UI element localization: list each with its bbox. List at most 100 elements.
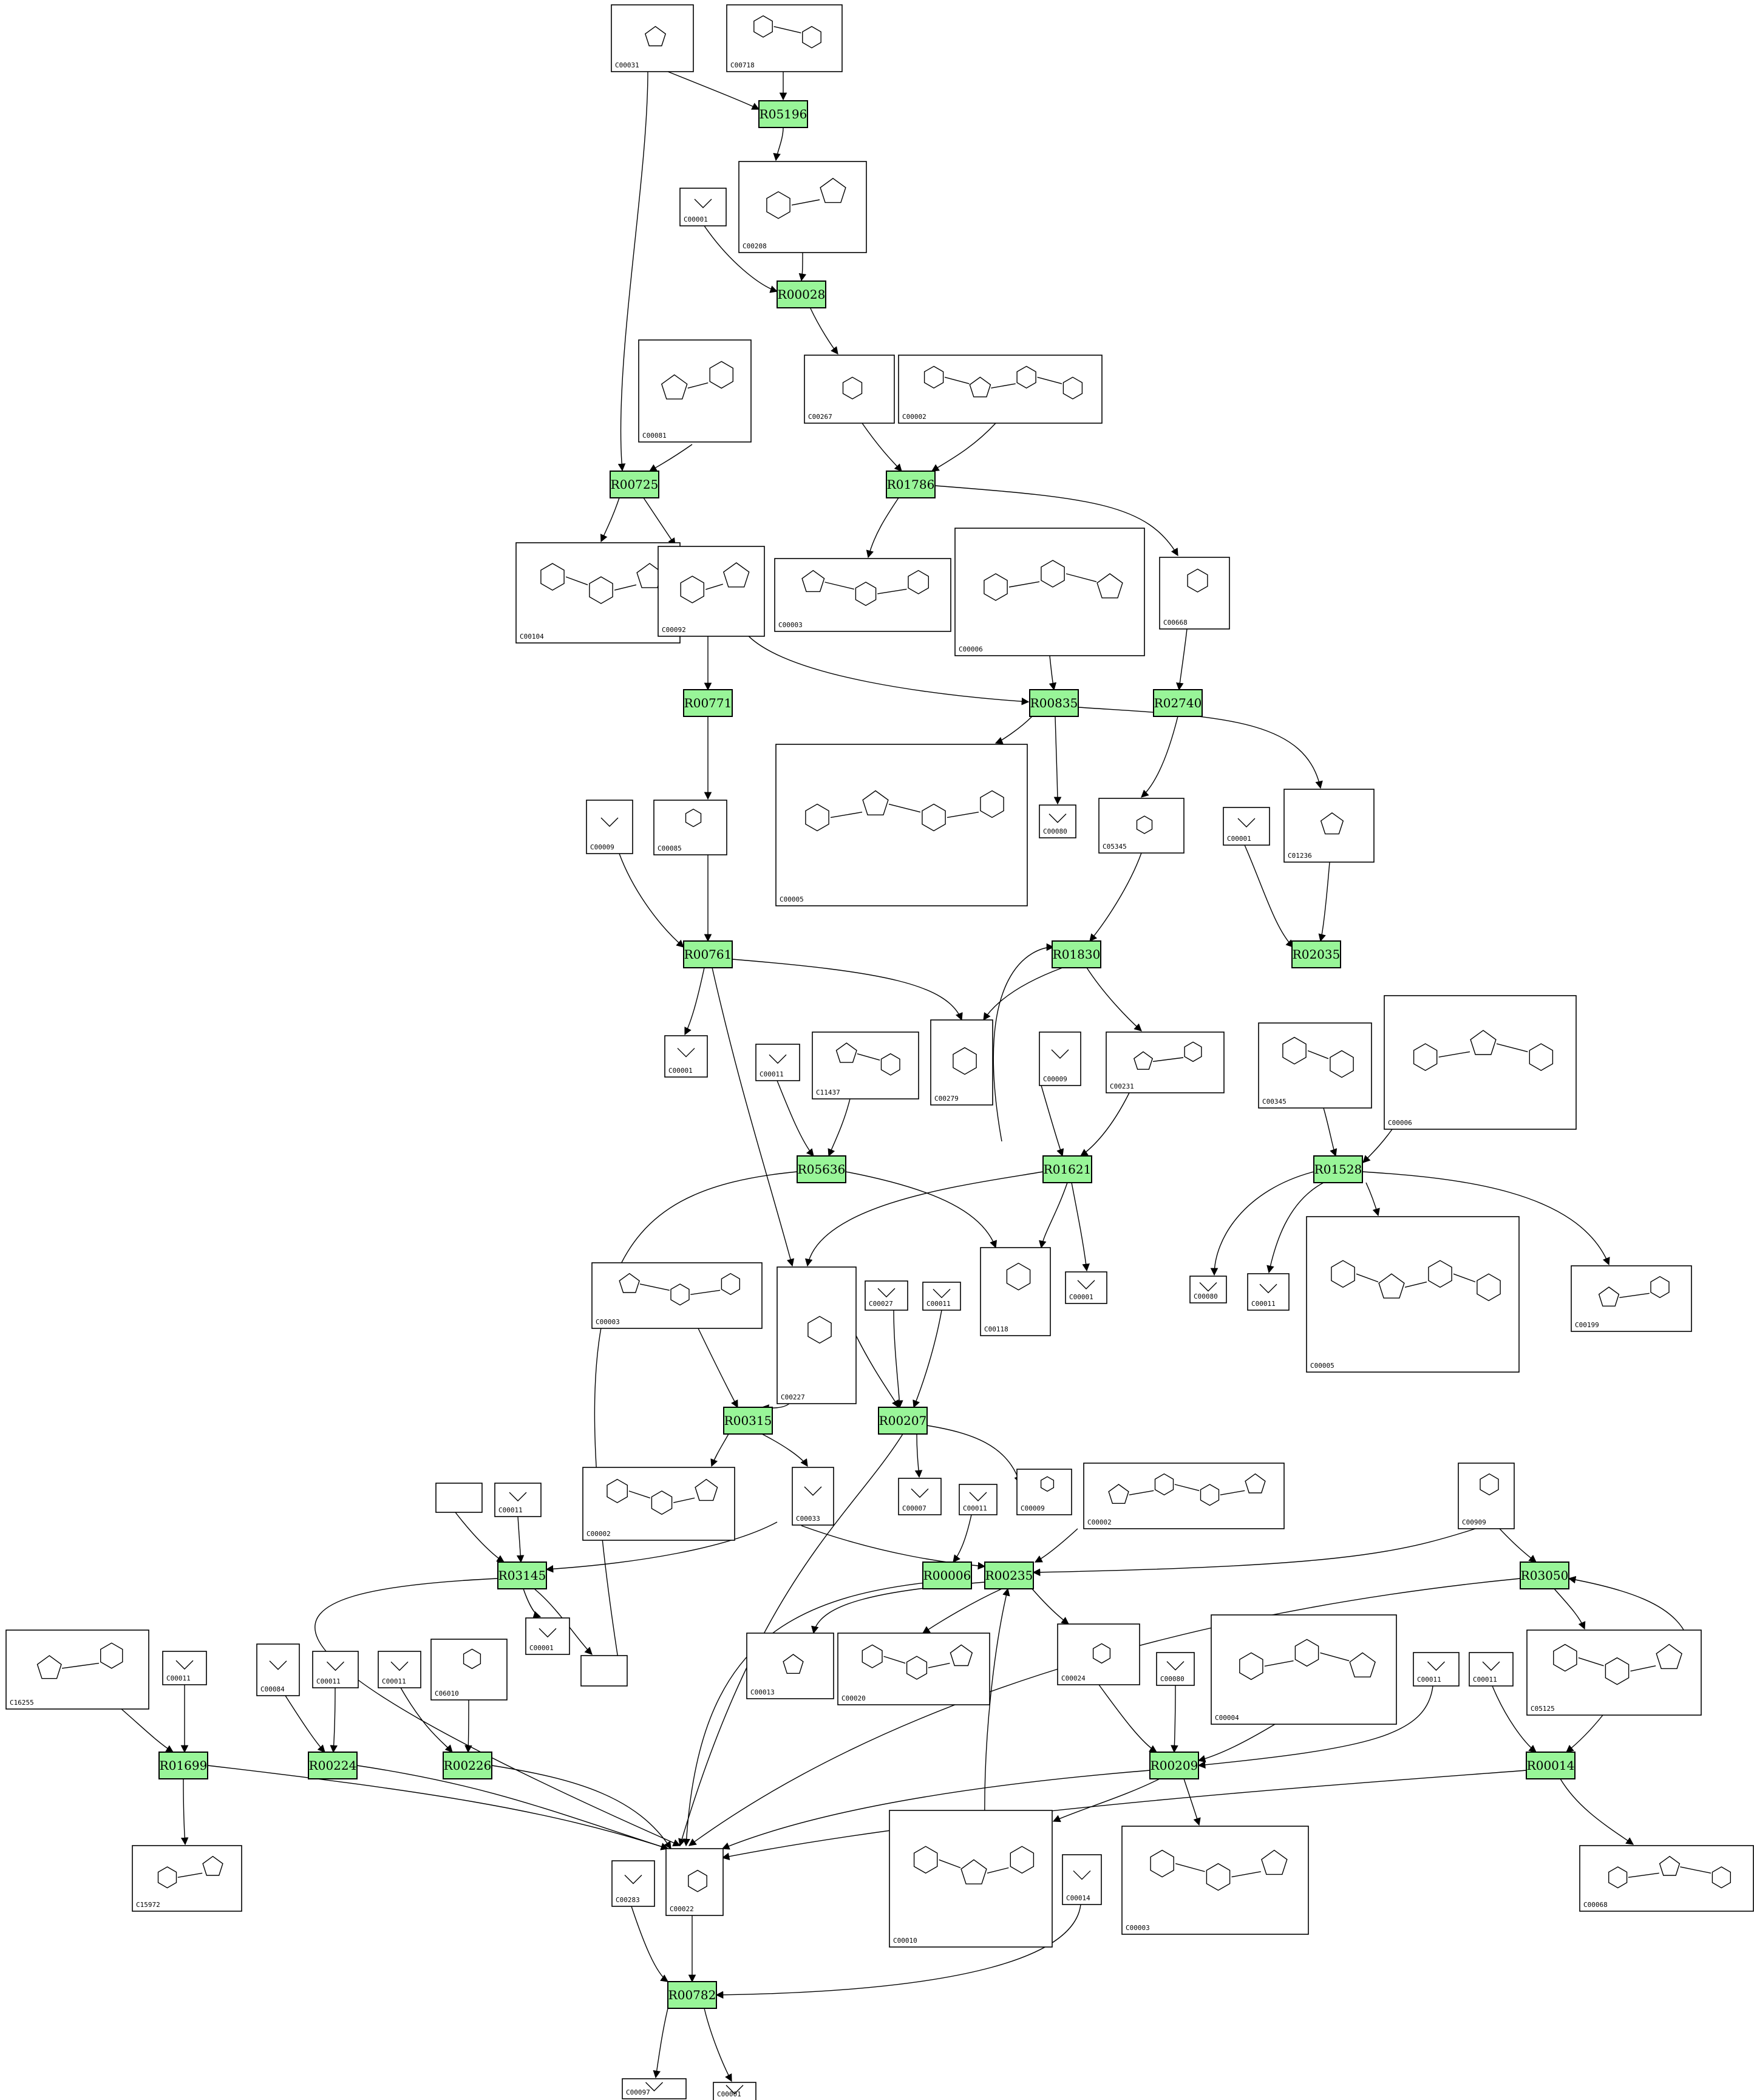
reaction-node[interactable]: R00725 — [610, 471, 659, 498]
compound-node[interactable]: C00027 — [865, 1280, 908, 1311]
compound-box — [591, 1262, 763, 1329]
compound-node[interactable]: C00011 — [922, 1282, 961, 1311]
compound-node[interactable]: C00011 — [1469, 1652, 1514, 1687]
compound-node[interactable]: C00011 — [378, 1651, 421, 1688]
reaction-node[interactable]: R01528 — [1313, 1155, 1363, 1183]
molecule-ring — [722, 562, 750, 588]
reaction-edge — [667, 71, 760, 110]
compound-node[interactable]: C01236 — [1283, 789, 1375, 863]
compound-node[interactable]: C00118 — [980, 1247, 1051, 1336]
reaction-node[interactable]: R00771 — [683, 689, 733, 717]
compound-node[interactable]: C00006 — [1384, 995, 1577, 1130]
compound-node[interactable]: C00267 — [804, 355, 895, 424]
compound-node[interactable]: C00011 — [959, 1484, 998, 1515]
reaction-node[interactable]: R03050 — [1520, 1561, 1569, 1589]
reaction-node[interactable]: R01830 — [1052, 940, 1101, 968]
molecule-ring — [908, 569, 930, 594]
compound-node[interactable]: C00345 — [1258, 1022, 1372, 1109]
compound-node[interactable]: C00208 — [738, 161, 867, 253]
compound-node[interactable]: C00097 — [622, 2078, 687, 2099]
compound-node[interactable]: C00668 — [1159, 557, 1230, 630]
reaction-node[interactable]: R03145 — [497, 1561, 547, 1589]
compound-node[interactable]: C00279 — [930, 1019, 993, 1106]
compound-node[interactable]: C00003 — [591, 1262, 763, 1329]
compound-node[interactable]: C00002 — [898, 355, 1103, 424]
compound-node[interactable] — [580, 1655, 628, 1687]
reaction-node[interactable]: R05196 — [758, 100, 808, 128]
reaction-node[interactable]: R01621 — [1042, 1155, 1092, 1183]
compound-node[interactable]: C00011 — [162, 1651, 207, 1685]
compound-node[interactable]: C00033 — [792, 1467, 834, 1526]
compound-node[interactable]: C00001 — [1223, 807, 1270, 846]
compound-node[interactable]: C15972 — [132, 1845, 242, 1912]
compound-node[interactable]: C00081 — [638, 339, 752, 443]
reaction-node[interactable]: R02740 — [1153, 689, 1203, 717]
compound-node[interactable]: C00001 — [525, 1617, 570, 1655]
compound-node[interactable] — [435, 1483, 483, 1513]
compound-node[interactable]: C00084 — [256, 1643, 300, 1696]
compound-node[interactable]: C00231 — [1106, 1031, 1225, 1093]
compound-node[interactable]: C00006 — [954, 528, 1145, 656]
compound-node[interactable]: C05125 — [1526, 1629, 1702, 1716]
reaction-node[interactable]: R00014 — [1526, 1752, 1576, 1779]
compound-node[interactable]: C00002 — [582, 1467, 735, 1541]
compound-node[interactable]: C00005 — [775, 744, 1028, 906]
reaction-node[interactable]: R00006 — [922, 1561, 972, 1589]
compound-node[interactable]: C00004 — [1211, 1614, 1397, 1725]
reaction-node[interactable]: R00207 — [878, 1407, 928, 1435]
compound-node[interactable]: C00010 — [889, 1810, 1053, 1948]
reaction-node[interactable]: R00235 — [984, 1561, 1034, 1589]
compound-node[interactable]: C00068 — [1579, 1845, 1754, 1912]
compound-node[interactable]: C00020 — [837, 1633, 990, 1705]
compound-node[interactable]: C00009 — [586, 800, 633, 854]
compound-node[interactable]: C00031 — [611, 4, 694, 72]
reaction-node[interactable]: R00028 — [777, 280, 826, 308]
compound-node[interactable]: C00011 — [494, 1483, 542, 1517]
reaction-node[interactable]: R00782 — [667, 1981, 717, 2009]
compound-node[interactable]: C00001 — [664, 1035, 708, 1078]
compound-node[interactable]: C00009 — [1039, 1031, 1081, 1086]
compound-node[interactable]: C00085 — [653, 800, 727, 855]
compound-node[interactable]: C00009 — [1016, 1469, 1072, 1515]
compound-node[interactable]: C00003 — [774, 558, 951, 632]
reaction-node[interactable]: R00761 — [683, 940, 733, 968]
compound-node[interactable]: C00080 — [1039, 804, 1076, 838]
compound-node[interactable]: C00718 — [726, 4, 843, 72]
compound-node[interactable]: C00001 — [679, 188, 727, 226]
compound-node[interactable]: C00092 — [658, 546, 765, 637]
compound-node[interactable]: C00011 — [755, 1044, 800, 1081]
reaction-node[interactable]: R02035 — [1291, 940, 1341, 968]
compound-node[interactable]: C00227 — [777, 1266, 857, 1404]
compound-node[interactable]: C05345 — [1098, 798, 1185, 854]
compound-node[interactable]: C00011 — [1413, 1652, 1460, 1687]
compound-node[interactable]: C00909 — [1458, 1463, 1515, 1529]
reaction-node[interactable]: R00226 — [443, 1752, 492, 1779]
compound-node[interactable]: C00080 — [1156, 1652, 1195, 1686]
compound-node[interactable]: C00024 — [1057, 1623, 1140, 1685]
reaction-node[interactable]: R00209 — [1149, 1752, 1199, 1779]
reaction-node[interactable]: R00224 — [308, 1752, 358, 1779]
compound-node[interactable]: C00007 — [898, 1478, 942, 1515]
reaction-node[interactable]: R01786 — [886, 471, 936, 498]
compound-node[interactable]: C00283 — [611, 1860, 655, 1907]
compound-node[interactable]: C16255 — [5, 1629, 149, 1710]
compound-node[interactable]: C00022 — [665, 1848, 724, 1916]
reaction-node[interactable]: R00835 — [1029, 689, 1079, 717]
compound-node[interactable]: C00014 — [1062, 1854, 1102, 1905]
compound-node[interactable]: C00001 — [1065, 1271, 1107, 1304]
compound-node[interactable]: C00002 — [1083, 1463, 1285, 1529]
compound-node[interactable]: C11437 — [812, 1031, 919, 1099]
compound-node[interactable]: C00001 — [713, 2082, 756, 2100]
reaction-node[interactable]: R01699 — [158, 1752, 208, 1779]
compound-node[interactable]: C00005 — [1306, 1216, 1520, 1373]
compound-node[interactable]: C00104 — [515, 542, 681, 644]
compound-node[interactable]: C00199 — [1571, 1265, 1692, 1332]
compound-node[interactable]: C00011 — [312, 1651, 359, 1688]
compound-node[interactable]: C00003 — [1121, 1826, 1309, 1935]
compound-node[interactable]: C00013 — [746, 1633, 834, 1699]
compound-node[interactable]: C00080 — [1189, 1276, 1227, 1303]
compound-node[interactable]: C06010 — [430, 1639, 508, 1701]
reaction-node[interactable]: R05636 — [797, 1155, 846, 1183]
compound-node[interactable]: C00011 — [1247, 1273, 1290, 1311]
reaction-node[interactable]: R00315 — [723, 1407, 773, 1435]
